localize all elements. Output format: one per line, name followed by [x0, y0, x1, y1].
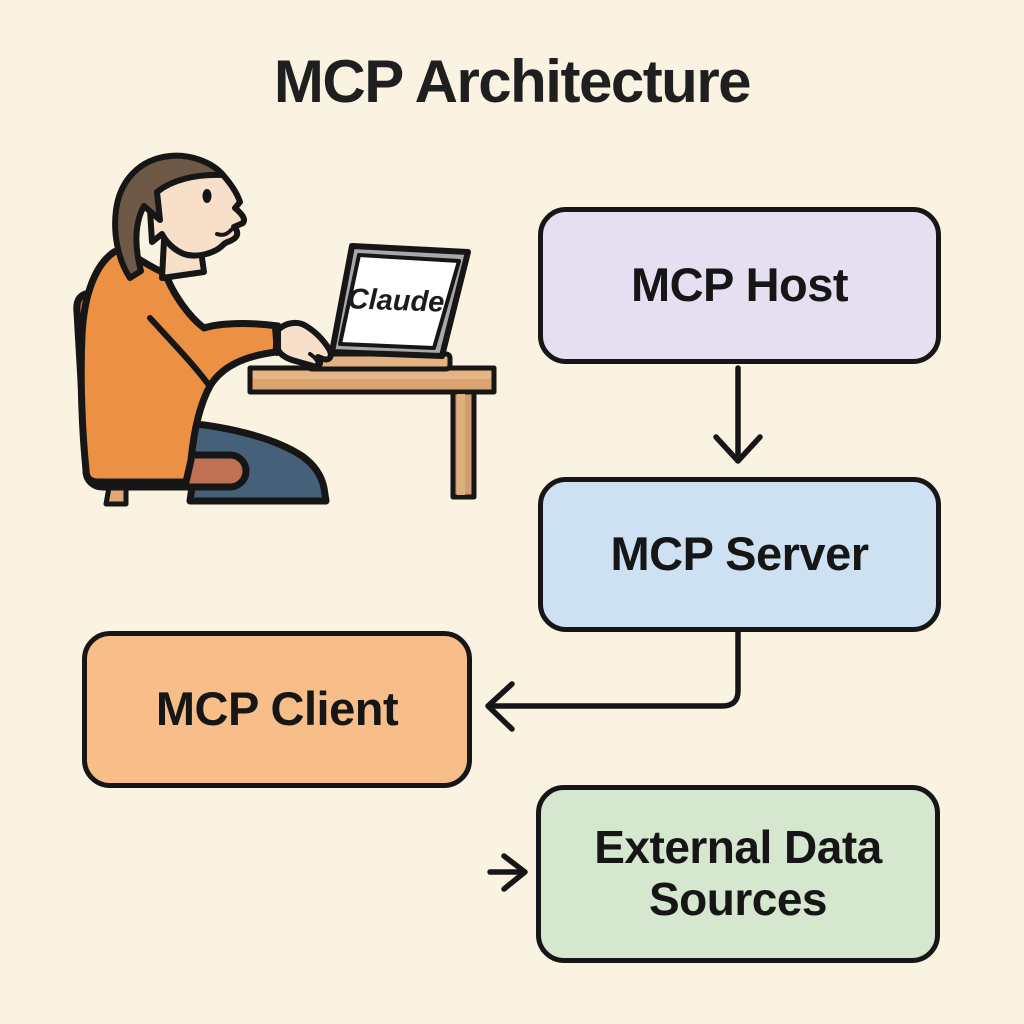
- node-mcp-server: MCP Server: [538, 477, 941, 632]
- node-mcp-host: MCP Host: [538, 207, 941, 364]
- chair-leg-front: [209, 479, 237, 504]
- person-eye: [202, 189, 212, 203]
- desk-leg: [450, 389, 477, 500]
- arrow-server-to-client: [485, 630, 741, 732]
- person-at-laptop-illustration: Claude: [73, 152, 497, 507]
- person-mouth: [215, 228, 233, 237]
- person-sweater: [77, 247, 282, 486]
- node-mcp-client-label: MCP Client: [155, 682, 399, 736]
- chair-seat: [82, 451, 250, 491]
- diagram-title: MCP Architecture: [273, 48, 752, 115]
- node-mcp-client: MCP Client: [82, 631, 472, 788]
- person-face: [147, 164, 247, 259]
- laptop-screen-frame: [329, 243, 471, 359]
- person-jeans: [174, 418, 330, 505]
- hand-finger-line: [308, 352, 320, 368]
- node-mcp-host-label: MCP Host: [630, 258, 849, 312]
- sweater-cuff-line: [272, 324, 280, 356]
- node-mcp-server-label: MCP Server: [610, 527, 870, 581]
- person-hand: [275, 319, 334, 370]
- desk-leg-highlight: [457, 394, 465, 495]
- laptop-label: Claude: [347, 283, 445, 318]
- desk-top-highlight: [253, 371, 491, 379]
- laptop-base: [305, 351, 453, 372]
- sweater-arm-seam: [147, 315, 211, 387]
- arrow-host-to-server: [713, 365, 763, 464]
- chair-backrest: [73, 289, 120, 472]
- chair-leg-back: [103, 479, 129, 507]
- arrow-to-external-data-sources: [487, 853, 528, 892]
- laptop-screen: [338, 253, 461, 350]
- node-external-data-sources: External Data Sources: [536, 785, 940, 963]
- node-external-data-sources-label: External Data Sources: [594, 821, 882, 925]
- person-neck: [159, 227, 207, 281]
- person-hair: [112, 152, 226, 281]
- desk-top: [247, 365, 497, 395]
